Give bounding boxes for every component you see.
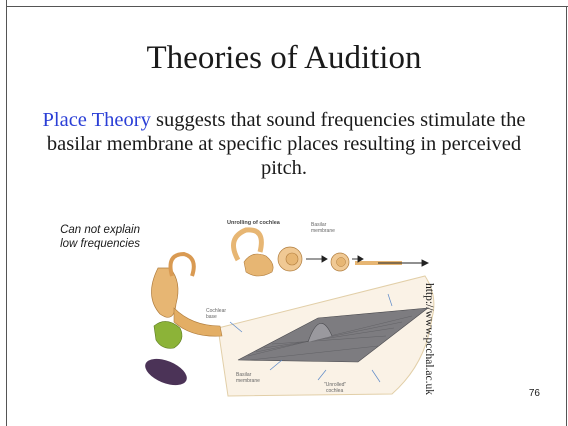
- auditory-nerve: [154, 321, 182, 348]
- side-note-line-2: low frequencies: [22, 237, 140, 251]
- body-paragraph: Place Theory suggests that sound frequen…: [40, 108, 528, 180]
- side-note-line-1: Can not explain: [22, 223, 140, 237]
- slide-border-top: [6, 6, 568, 7]
- top-cochlea-vestibule: [244, 254, 273, 276]
- figure-label-unrolled-2: cochlea: [326, 388, 343, 394]
- cochlea-illustration: Unrolling of cochlea Basilar membrane Co…: [140, 210, 440, 410]
- place-theory-term: Place Theory: [43, 109, 151, 131]
- slide-page-number: 76: [510, 388, 540, 399]
- image-credit-url: http://www.pcchal.ac.uk: [423, 283, 435, 395]
- side-note: Can not explain low frequencies: [22, 223, 140, 251]
- figure-label-unrolling: Unrolling of cochlea: [227, 220, 281, 226]
- figure-label-basilar-bottom-2: membrane: [236, 378, 260, 384]
- figure-label-cochlear-2: base: [206, 314, 217, 320]
- eardrum: [141, 354, 190, 391]
- figure-label-basilar-top-2: membrane: [311, 228, 335, 234]
- slide-title: Theories of Audition: [0, 40, 568, 77]
- semicircular-canals: [171, 254, 194, 276]
